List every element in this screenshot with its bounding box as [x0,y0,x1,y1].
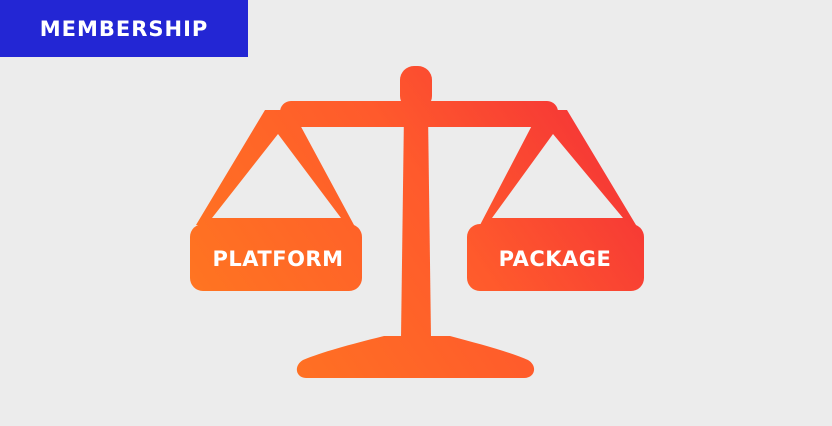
scale-top-knob [400,66,432,110]
membership-badge-label: MEMBERSHIP [39,16,209,41]
left-pan [190,224,362,291]
membership-badge: MEMBERSHIP [0,0,248,57]
left-pan-label: PLATFORM [213,247,344,271]
left-pan-hanger [196,110,354,225]
right-pan-hanger [480,110,636,225]
scale-base [296,336,535,378]
scale-post [401,112,431,338]
right-pan [467,224,644,291]
right-pan-label: PACKAGE [499,247,612,271]
